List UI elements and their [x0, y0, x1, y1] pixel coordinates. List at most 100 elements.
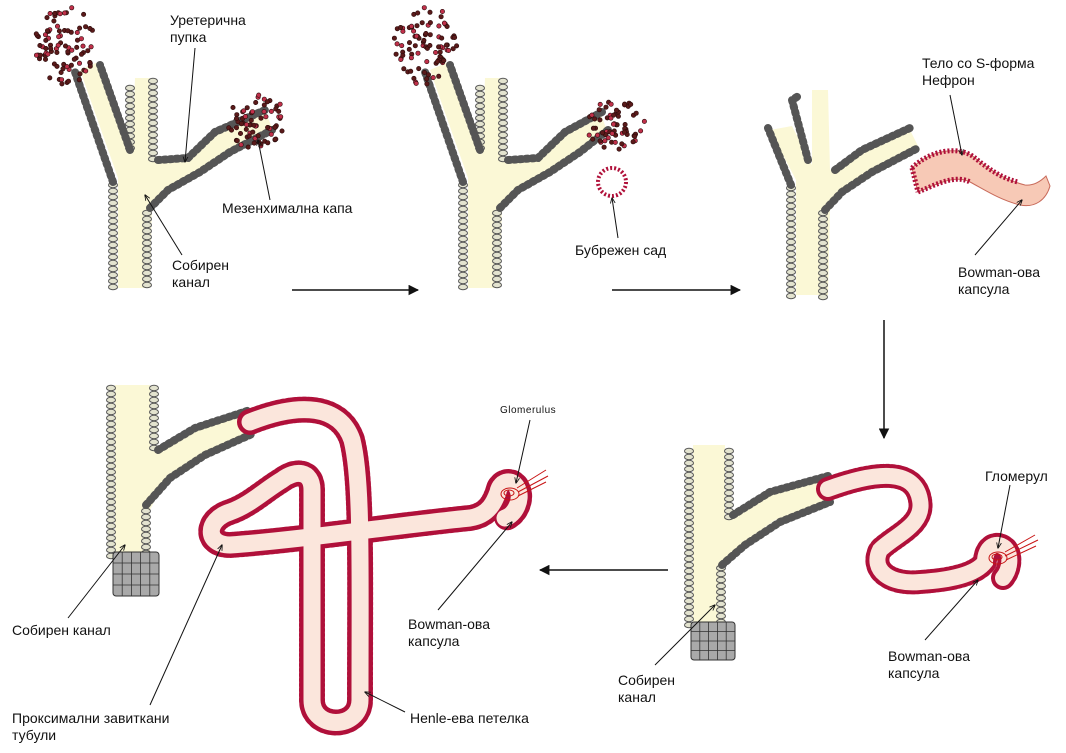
duct-cell	[107, 511, 116, 517]
label-bowman-capsule-2: Bowman-ова капсула	[888, 648, 970, 682]
mesenchyme-cell	[435, 59, 439, 63]
duct-cell	[107, 481, 116, 487]
label-collecting-duct-3: Собирен канал	[12, 622, 111, 639]
mesenchyme-cell	[262, 109, 266, 113]
duct-cell	[493, 216, 502, 222]
duct-cell	[109, 224, 118, 230]
duct-cell	[499, 120, 508, 126]
mesenchyme-cell	[622, 102, 626, 106]
duct-cell	[499, 96, 508, 102]
duct-cell	[685, 454, 694, 460]
duct-cell	[149, 78, 158, 84]
duct-cell	[149, 90, 158, 96]
duct-cell	[109, 212, 118, 218]
mesenchyme-cell	[48, 76, 52, 80]
mesenchyme-cell	[44, 46, 48, 50]
duct-cell	[142, 538, 151, 544]
mesenchyme-cell	[415, 24, 419, 28]
duct-cell	[459, 278, 468, 284]
duct-cell	[126, 85, 135, 91]
leader-cap-mesenchyme	[258, 140, 270, 200]
duct-cell	[459, 218, 468, 224]
duct-cell	[109, 194, 118, 200]
mesenchyme-cell	[246, 145, 250, 149]
duct-cell	[685, 478, 694, 484]
mesenchyme-cell	[614, 108, 618, 112]
duct-cell	[499, 126, 508, 132]
mesenchyme-cell	[60, 82, 64, 86]
mesenchyme-cell	[63, 44, 67, 48]
mesenchyme-cell	[598, 118, 602, 122]
duct-cell	[459, 224, 468, 230]
duct-cell	[787, 233, 796, 239]
mesenchyme-cell	[413, 44, 417, 48]
duct-cell	[787, 287, 796, 293]
mesenchyme-cell	[259, 116, 263, 120]
mesenchyme-cell	[252, 141, 256, 145]
duct-cell	[493, 258, 502, 264]
mesenchyme-cell	[254, 100, 258, 104]
label-cap-mesenchyme: Мезенхимална капа	[222, 200, 352, 217]
duct-cell	[107, 499, 116, 505]
mesenchyme-cell	[417, 66, 421, 70]
mesenchyme-cell	[265, 125, 269, 129]
duct-cell	[499, 150, 508, 156]
duct-cell	[819, 228, 828, 234]
duct-cell	[685, 580, 694, 586]
mesenchyme-cell	[422, 38, 426, 42]
duct-cell	[787, 197, 796, 203]
mesenchyme-cell	[631, 140, 635, 144]
mesenchyme-cell	[55, 24, 59, 28]
label-pct: Проксимални завиткани тубули	[12, 710, 169, 744]
mesenchyme-cell	[75, 30, 79, 34]
mesenchyme-cell	[638, 129, 642, 133]
mesenchyme-cell	[252, 123, 256, 127]
duct-cell	[143, 276, 152, 282]
duct-cell	[787, 251, 796, 257]
mesenchyme-cell	[231, 105, 235, 109]
mesenchyme-cell	[242, 109, 246, 113]
duct-cell	[150, 385, 159, 391]
duct-cell	[717, 571, 726, 577]
duct-cell	[109, 248, 118, 254]
duct-cell	[819, 246, 828, 252]
duct-cell	[819, 282, 828, 288]
mesenchyme-cell	[634, 111, 638, 115]
duct-cell	[143, 240, 152, 246]
mesenchyme-cell	[61, 67, 65, 71]
mesenchyme-cell	[613, 140, 617, 144]
mesenchyme-cell	[642, 119, 646, 123]
duct-cell	[149, 114, 158, 120]
duct-cell	[819, 240, 828, 246]
duct-cell	[499, 138, 508, 144]
renal-vesicle	[598, 168, 626, 196]
duct-cell	[685, 502, 694, 508]
duct-cell	[109, 242, 118, 248]
duct-cell	[685, 592, 694, 598]
duct-cell	[459, 194, 468, 200]
label-s-shaped-body: Тело со S-форма Нефрон	[922, 55, 1034, 89]
duct-cell	[685, 514, 694, 520]
mesenchyme-cell	[45, 29, 49, 33]
mesenchyme-cell	[88, 26, 92, 30]
mesenchyme-cell	[86, 49, 90, 53]
mesenchyme-cell	[622, 130, 626, 134]
mesenchyme-cell	[234, 116, 238, 120]
mesenchyme-cell	[44, 38, 48, 42]
duct-cell	[819, 216, 828, 222]
mesenchyme-cell	[425, 82, 429, 86]
duct-cell	[107, 505, 116, 511]
duct-cell	[126, 103, 135, 109]
duct-cell	[499, 144, 508, 150]
duct-cell	[150, 427, 159, 433]
duct-cell	[459, 206, 468, 212]
label-collecting-duct-2-line1: Собирен	[618, 672, 675, 689]
duct-cell	[459, 200, 468, 206]
duct-cell	[685, 526, 694, 532]
duct-cell	[476, 109, 485, 115]
duct-cell	[149, 126, 158, 132]
mesenchyme-cell	[269, 132, 273, 136]
mesenchyme-cell	[273, 137, 277, 141]
duct-cell	[143, 264, 152, 270]
mesenchyme-cell	[604, 105, 608, 109]
